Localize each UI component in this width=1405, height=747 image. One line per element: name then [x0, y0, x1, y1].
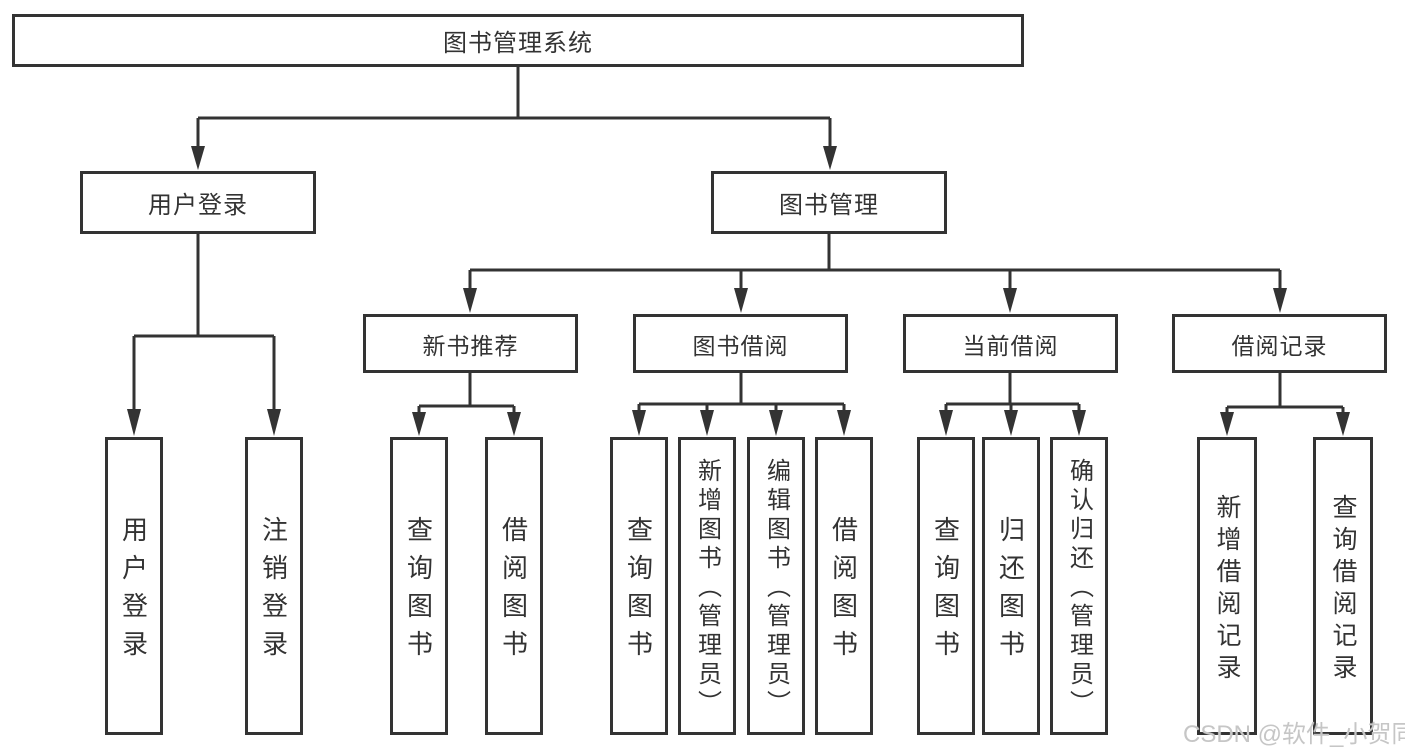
- node-new-book-recommend: 新书推荐: [363, 314, 578, 373]
- leaf-logout: 注销登录: [245, 437, 303, 735]
- leaf-query-books-current: 查询图书: [917, 437, 975, 735]
- node-borrow-records: 借阅记录: [1172, 314, 1387, 373]
- leaf-query-books-borrow: 查询图书: [610, 437, 668, 735]
- node-library-management-system: 图书管理系统: [12, 14, 1024, 67]
- leaf-label: 注销登录: [258, 516, 289, 668]
- leaf-label: 借阅图书: [828, 516, 859, 668]
- leaf-borrow-books: 借阅图书: [815, 437, 873, 735]
- csdn-watermark: CSDN @软件_小贺同学: [1183, 721, 1405, 747]
- leaf-edit-books-admin: 编辑图书（管理员）: [747, 437, 805, 735]
- node-label: 图书管理系统: [443, 30, 593, 57]
- leaf-confirm-return-admin: 确认归还（管理员）: [1050, 437, 1108, 735]
- node-label: 图书管理: [779, 192, 879, 219]
- leaf-label: 归还图书: [995, 516, 1026, 668]
- leaf-label: 用户登录: [118, 516, 149, 668]
- leaf-label: 确认归还（管理员）: [1065, 458, 1093, 719]
- node-label: 用户登录: [148, 192, 248, 219]
- leaf-label: 借阅图书: [498, 516, 529, 668]
- leaf-query-books-recommend: 查询图书: [390, 437, 448, 735]
- leaf-label: 新增借阅记录: [1213, 493, 1241, 686]
- leaf-user-login: 用户登录: [105, 437, 163, 735]
- node-user-login: 用户登录: [80, 171, 316, 234]
- node-label: 图书借阅: [692, 332, 789, 359]
- leaf-label: 编辑图书（管理员）: [762, 458, 790, 719]
- leaf-add-borrow-record: 新增借阅记录: [1197, 437, 1257, 735]
- leaf-label: 新增图书（管理员）: [693, 458, 721, 719]
- leaf-label: 查询图书: [403, 516, 434, 668]
- node-label: 借阅记录: [1231, 332, 1328, 359]
- node-label: 当前借阅: [962, 332, 1059, 359]
- leaf-add-books-admin: 新增图书（管理员）: [678, 437, 736, 735]
- leaf-return-books: 归还图书: [982, 437, 1040, 735]
- leaf-label: 查询图书: [930, 516, 961, 668]
- node-current-borrow: 当前借阅: [903, 314, 1118, 373]
- node-book-borrow: 图书借阅: [633, 314, 848, 373]
- leaf-label: 查询图书: [623, 516, 654, 668]
- leaf-label: 查询借阅记录: [1329, 493, 1357, 686]
- node-book-management: 图书管理: [711, 171, 947, 234]
- leaf-borrow-books-recommend: 借阅图书: [485, 437, 543, 735]
- leaf-query-borrow-record: 查询借阅记录: [1313, 437, 1373, 735]
- node-label: 新书推荐: [422, 332, 519, 359]
